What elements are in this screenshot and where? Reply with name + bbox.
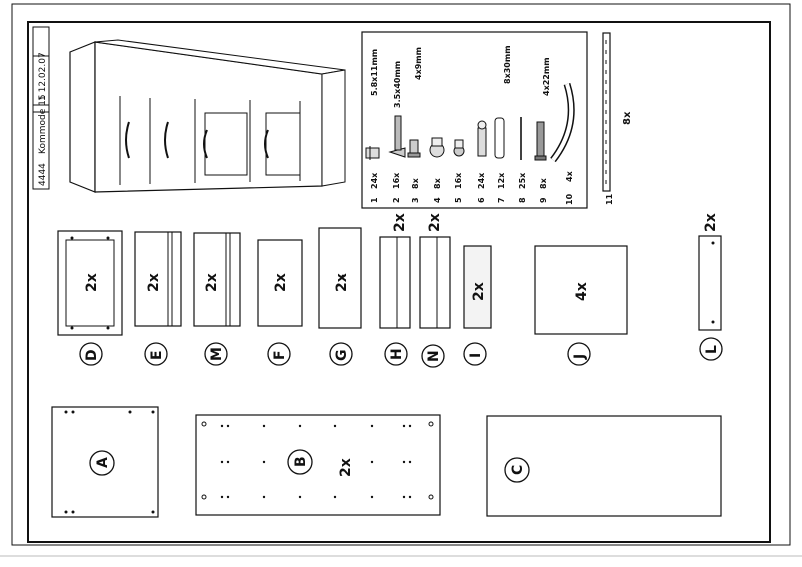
part-D-qty: 2x [84, 273, 100, 292]
item-num-3: 3 [411, 197, 420, 203]
part-D: 2x D [57, 230, 123, 366]
item-num-8: 8 [518, 197, 527, 203]
item-num-10: 10 [565, 193, 574, 205]
drawer-rail-11: 11 8x [602, 32, 633, 205]
rail-num: 11 [605, 193, 614, 205]
part-J-letter: J [572, 354, 588, 360]
item-qty-3: 8x [411, 177, 420, 189]
part-F-letter: F [272, 350, 288, 360]
item-num-7: 7 [497, 197, 506, 203]
item-qty-1: 24x [370, 172, 379, 189]
cam-bolt-5-icon [453, 139, 465, 157]
part-C: C [486, 415, 722, 517]
part-J-qty: 4x [574, 282, 590, 301]
part-H: 2x H [379, 213, 411, 366]
item-num-1: 1 [370, 197, 379, 203]
part-C-letter: C [510, 465, 526, 475]
item-qty-9: 8x [539, 177, 548, 189]
part-M: 2x M [193, 232, 241, 366]
screw-2-icon [388, 115, 406, 158]
part-H-letter: H [389, 348, 405, 360]
part-I: 2x I [463, 245, 492, 366]
part-D-letter: D [84, 349, 100, 361]
part-B-qty: 2x [338, 458, 354, 477]
spec-1: 5.8x11mm [370, 49, 379, 96]
item-num-9: 9 [539, 197, 548, 203]
rail-qty: 8x [622, 111, 633, 125]
item-num-4: 4 [433, 197, 442, 203]
part-I-qty: 2x [471, 282, 487, 301]
part-A-letter: A [95, 457, 111, 468]
part-H-qty: 2x [392, 213, 408, 232]
item-qty-5: 16x [454, 172, 463, 189]
part-N-letter: N [426, 350, 442, 362]
part-M-letter: M [209, 347, 225, 361]
part-J: 4x J [534, 245, 628, 366]
part-E-qty: 2x [146, 273, 162, 292]
part-E-letter: E [149, 350, 165, 360]
spec-3: 4x9mm [414, 47, 423, 80]
connector-6-icon [477, 120, 487, 157]
cam-lock-4-icon [429, 137, 445, 158]
product-code: 4444 [38, 163, 48, 186]
part-G-letter: G [334, 350, 350, 362]
screw-3-icon [407, 139, 421, 158]
part-L: 2x L [698, 213, 723, 361]
item-num-5: 5 [454, 197, 463, 203]
inner-border [27, 21, 771, 543]
part-I-letter: I [468, 353, 484, 358]
product-name: Kommode 15 [38, 94, 48, 154]
part-A: A [51, 406, 159, 518]
spec-9: 4x22mm [542, 57, 551, 96]
part-B: B 2x [195, 414, 441, 516]
part-L-qty: 2x [703, 213, 719, 232]
handle-10-icon [550, 82, 575, 163]
dowel-7-icon [494, 117, 505, 159]
item-qty-6: 24x [477, 172, 486, 189]
item-qty-10: 4x [565, 170, 574, 182]
part-L-letter: L [704, 345, 720, 354]
part-N: 2x N [419, 213, 451, 368]
item-num-2: 2 [392, 197, 401, 203]
screw-9-icon [534, 121, 547, 161]
part-B-letter: B [293, 456, 309, 467]
spec-2: 3.5x40mm [393, 61, 402, 108]
part-E: 2x E [134, 231, 182, 366]
part-N-qty: 2x [427, 213, 443, 232]
item-num-6: 6 [477, 197, 486, 203]
part-G: 2x G [318, 227, 362, 366]
hardware-panel: 5.8x11mm 3.5x40mm 4x9mm 8x30mm 4x22mm 1 … [361, 31, 588, 209]
dresser-illustration [69, 39, 346, 193]
spec-7: 8x30mm [503, 45, 512, 84]
part-F-qty: 2x [273, 273, 289, 292]
title-box: 4444 Kommode 15 1 12.02.07 [32, 26, 50, 190]
item-qty-8: 25x [518, 172, 527, 189]
part-F: 2x F [257, 239, 303, 366]
item-qty-2: 16x [392, 172, 401, 189]
item-qty-7: 12x [497, 172, 506, 189]
item-qty-4: 8x [433, 177, 442, 189]
screw-1-icon [365, 146, 380, 160]
part-M-qty: 2x [204, 273, 220, 292]
sheet-code: 1 12.02.07 [38, 52, 48, 101]
part-G-qty: 2x [334, 273, 350, 292]
